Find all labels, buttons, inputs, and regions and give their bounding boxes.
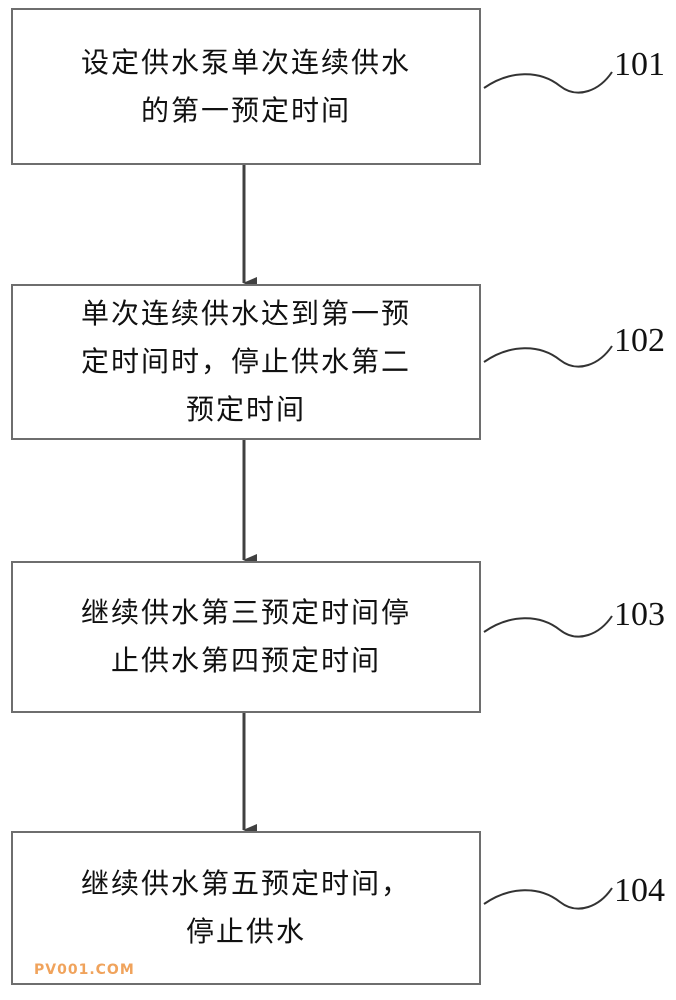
step-number-103: 103 <box>614 596 665 633</box>
step-line: 止供水第四预定时间 <box>110 644 381 677</box>
step-line: 预定时间 <box>185 393 306 426</box>
step-line: 继续供水第五预定时间， <box>80 867 411 900</box>
watermark: PV001.COM <box>34 962 135 978</box>
step-box-102: 单次连续供水达到第一预 定时间时，停止供水第二 预定时间 <box>11 284 481 440</box>
step-text-102: 单次连续供水达到第一预 定时间时，停止供水第二 预定时间 <box>81 290 411 434</box>
step-line: 继续供水第三预定时间停 <box>80 596 411 629</box>
step-number-102: 102 <box>614 322 665 359</box>
step-number-101: 101 <box>614 46 665 83</box>
step-text-104: 继续供水第五预定时间， 停止供水 <box>81 860 411 956</box>
leader-104 <box>483 887 613 910</box>
step-line: 的第一预定时间 <box>140 93 351 127</box>
leader-102 <box>483 345 613 368</box>
step-box-104: 继续供水第五预定时间， 停止供水 <box>11 831 481 985</box>
leader-101 <box>483 71 613 94</box>
step-line: 设定供水泵单次连续供水 <box>80 45 411 79</box>
step-box-103: 继续供水第三预定时间停 止供水第四预定时间 <box>11 561 481 713</box>
step-box-101: 设定供水泵单次连续供水 的第一预定时间 <box>11 8 481 165</box>
leader-103 <box>483 615 613 638</box>
step-text-103: 继续供水第三预定时间停 止供水第四预定时间 <box>81 589 411 685</box>
step-line: 停止供水 <box>185 915 306 948</box>
step-text-101: 设定供水泵单次连续供水 的第一预定时间 <box>81 39 411 135</box>
step-line: 单次连续供水达到第一预 <box>80 297 411 330</box>
step-number-104: 104 <box>614 872 665 909</box>
step-line: 定时间时，停止供水第二 <box>80 345 411 378</box>
